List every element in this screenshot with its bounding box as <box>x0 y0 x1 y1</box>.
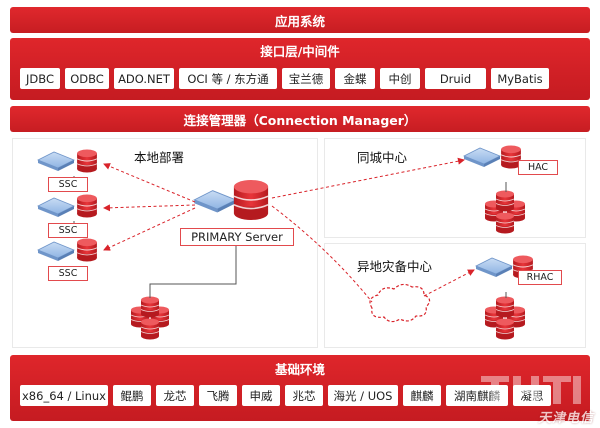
same-city-label: 同城中心 <box>357 150 408 165</box>
link-cloud-rhac <box>423 269 475 297</box>
ssc-3-server-icon <box>37 241 75 262</box>
application-system-band: 应用系统 <box>10 7 590 33</box>
storage-db-icon <box>495 296 515 318</box>
link-primary-ssc1 <box>103 163 196 203</box>
chip-mybatis: MyBatis <box>491 68 549 89</box>
replication-links <box>103 157 475 303</box>
same-city-zone <box>324 138 586 238</box>
remote-dr-label: 异地灾备中心 <box>357 259 433 274</box>
base-environment-title: 基础环境 <box>274 362 325 377</box>
chip-druid: Druid <box>425 68 486 89</box>
storage-db-icon <box>495 212 515 234</box>
link-primary-cloud <box>271 205 373 303</box>
ssc-1-db-icon <box>76 148 98 174</box>
storage-db-icon <box>140 296 160 318</box>
chip-zhaoxin: 兆芯 <box>285 385 323 406</box>
chip-odbc: ODBC <box>65 68 109 89</box>
hac-server-icon <box>463 147 501 168</box>
ssc-node-1 <box>37 148 98 174</box>
chip-linx: 凝思 <box>513 385 551 406</box>
chip-x86-linux: x86_64 / Linux <box>20 385 108 406</box>
base-environment-panel: 基础环境 x86_64 / Linux 鲲鹏 龙芯 飞腾 申威 兆芯 海光 / … <box>10 355 590 421</box>
rhac-storage-cluster <box>484 296 526 340</box>
interface-layer-panel: 接口层/中间件 JDBC ODBC ADO.NET OCI 等 / 东方通 宝兰… <box>10 38 590 100</box>
hac-tag: HAC <box>518 160 558 175</box>
connection-manager-title: 连接管理器（Connection Manager） <box>183 112 417 128</box>
ssc-1-tag: SSC <box>48 177 88 192</box>
watermark-text: 天津电信 <box>537 411 594 426</box>
interface-chip-row: JDBC ODBC ADO.NET OCI 等 / 东方通 宝兰德 金蝶 中创 … <box>20 68 580 89</box>
interface-layer-title: 接口层/中间件 <box>260 44 340 59</box>
ssc-2-tag: SSC <box>48 223 88 238</box>
rhac-server-icon <box>475 257 513 278</box>
chip-kunpeng: 鲲鹏 <box>113 385 151 406</box>
network-cloud-icon <box>369 283 431 323</box>
chip-loongson: 龙芯 <box>156 385 194 406</box>
watermark-logo <box>481 376 581 404</box>
ssc-1-server-icon <box>37 151 75 172</box>
chip-jdbc: JDBC <box>20 68 60 89</box>
remote-dr-zone <box>324 243 586 348</box>
base-chip-row: x86_64 / Linux 鲲鹏 龙芯 飞腾 申威 兆芯 海光 / UOS 麒… <box>20 385 580 406</box>
link-primary-storage <box>149 246 237 298</box>
chip-hygon-uos: 海光 / UOS <box>328 385 398 406</box>
ssc-node-2 <box>37 193 98 219</box>
chip-oci-tongtech: OCI 等 / 东方通 <box>179 68 277 89</box>
primary-node <box>193 179 269 221</box>
ssc-node-3 <box>37 237 98 263</box>
storage-db-icon <box>140 318 160 340</box>
local-deployment-label: 本地部署 <box>134 150 185 165</box>
chip-sunway: 申威 <box>242 385 280 406</box>
chip-inforbus: 中创 <box>380 68 420 89</box>
chip-phytium: 飞腾 <box>199 385 237 406</box>
link-primary-hac <box>271 157 465 199</box>
chip-kingdee: 金蝶 <box>335 68 375 89</box>
ssc-3-db-icon <box>76 237 98 263</box>
chip-kylin: 麒麟 <box>403 385 441 406</box>
primary-db-icon <box>233 179 269 221</box>
rhac-tag: RHAC <box>518 270 562 285</box>
ssc-2-server-icon <box>37 197 75 218</box>
local-storage-cluster <box>130 296 170 340</box>
storage-db-icon <box>495 318 515 340</box>
primary-server-tag: PRIMARY Server <box>180 228 294 246</box>
chip-adonet: ADO.NET <box>114 68 174 89</box>
hac-node <box>463 144 522 170</box>
ssc-3-tag: SSC <box>48 266 88 281</box>
hac-storage-cluster <box>484 190 526 234</box>
ssc-2-db-icon <box>76 193 98 219</box>
application-system-title: 应用系统 <box>274 13 325 29</box>
chip-bes: 宝兰德 <box>282 68 330 89</box>
chip-hunan-kylin: 湖南麒麟 <box>446 385 508 406</box>
storage-db-icon <box>495 190 515 212</box>
connection-manager-band: 连接管理器（Connection Manager） <box>10 106 590 132</box>
primary-server-icon <box>193 190 237 214</box>
link-primary-ssc3 <box>103 207 196 251</box>
link-primary-ssc2 <box>103 204 196 212</box>
